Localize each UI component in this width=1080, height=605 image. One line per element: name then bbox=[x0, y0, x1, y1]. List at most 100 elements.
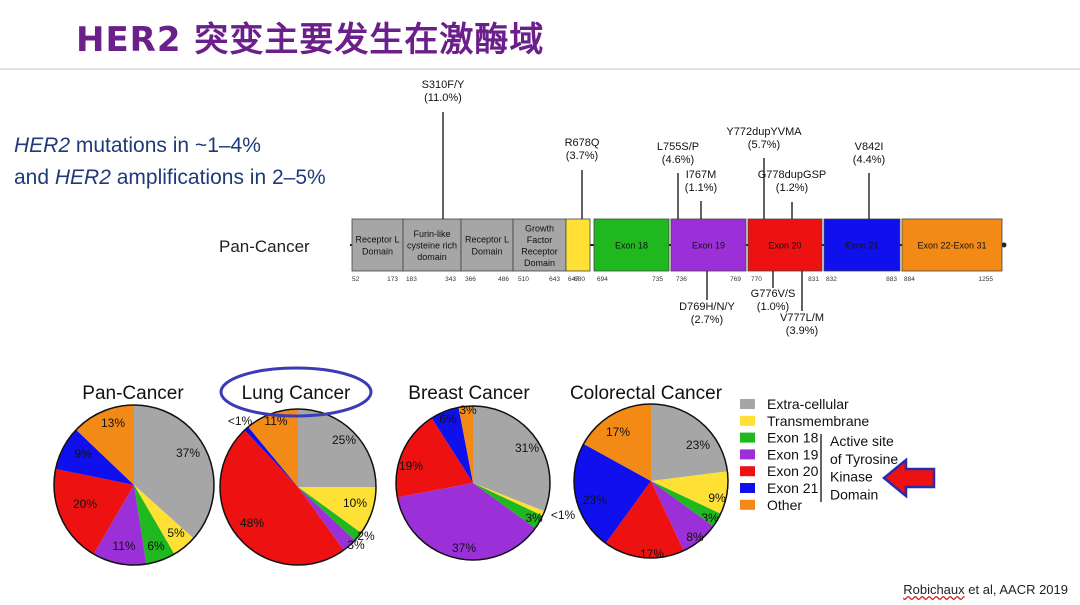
citation: Robichaux et al, AACR 2019 bbox=[903, 582, 1068, 597]
domain-end-position: 735 bbox=[652, 276, 663, 283]
kinase-domain-label: of Tyrosine bbox=[830, 451, 898, 467]
pie-slice-label: <1% bbox=[551, 508, 576, 522]
pie-slice-label: 20% bbox=[73, 497, 97, 511]
domain-box bbox=[512, 218, 567, 272]
pie-title: Lung Cancer bbox=[242, 383, 351, 404]
pie-slice bbox=[651, 481, 714, 551]
pie-outline bbox=[53, 404, 215, 566]
domain-start-position: 832 bbox=[826, 276, 837, 283]
mutation-name: G776V/S bbox=[751, 288, 796, 300]
domain-end-position: 343 bbox=[445, 276, 456, 283]
pie-slice bbox=[55, 429, 134, 485]
subtitle-text-1: mutations in ~1–4% bbox=[70, 134, 261, 157]
domain-label: Growth bbox=[525, 223, 554, 233]
domain-box bbox=[823, 218, 901, 272]
kinase-domain-label: Kinase bbox=[830, 469, 873, 485]
mutation-pct: (11.0%) bbox=[424, 92, 462, 104]
subtitle: HER2 mutations in ~1–4% and HER2 amplifi… bbox=[14, 130, 326, 194]
mutation-name: R678Q bbox=[565, 137, 600, 149]
pie-outline bbox=[395, 405, 551, 561]
pie-title: Colorectal Cancer bbox=[570, 383, 723, 404]
pie-slice-label: 37% bbox=[452, 541, 476, 555]
domain-start-position: 510 bbox=[518, 276, 529, 283]
pie-slice bbox=[397, 483, 536, 561]
domain-end-position: 769 bbox=[730, 276, 741, 283]
legend-swatch bbox=[740, 432, 755, 443]
mutation-name: S310F/Y bbox=[422, 79, 465, 91]
domain-box bbox=[670, 218, 747, 272]
subtitle-gene-1: HER2 bbox=[14, 134, 71, 157]
pie-slice-label: 31% bbox=[515, 441, 539, 455]
domain-box bbox=[351, 218, 404, 272]
mutation-pct: (1.1%) bbox=[685, 182, 717, 194]
legend-label: Exon 18 bbox=[767, 430, 819, 446]
pie-slice-label: 10% bbox=[343, 496, 367, 510]
legend-swatch bbox=[740, 466, 755, 477]
citation-rest: et al, AACR 2019 bbox=[964, 582, 1068, 597]
domain-start-position: 647 bbox=[568, 276, 579, 283]
mutation-name: Y772dupYVMA bbox=[726, 126, 802, 138]
subtitle-text-2a: and bbox=[14, 166, 55, 189]
mutation-pct: (5.7%) bbox=[748, 139, 780, 151]
pie-slice bbox=[220, 430, 344, 565]
domain-end-position: 643 bbox=[549, 276, 560, 283]
pie-slice bbox=[298, 487, 376, 533]
pie-slice bbox=[134, 405, 215, 539]
legend-label: Exon 20 bbox=[767, 463, 819, 479]
legend-swatch bbox=[740, 499, 755, 510]
mutation-pct: (4.6%) bbox=[662, 154, 694, 166]
domain-start-position: 694 bbox=[597, 276, 608, 283]
pie-title: Pan-Cancer bbox=[82, 383, 184, 404]
legend-label: Extra-cellular bbox=[767, 396, 849, 412]
domain-start-position: 183 bbox=[406, 276, 417, 283]
domain-box bbox=[747, 218, 823, 272]
domain-end-position: 486 bbox=[498, 276, 509, 283]
pie-slice-label: 25% bbox=[332, 433, 356, 447]
pie-slice-label: 8% bbox=[686, 530, 704, 544]
highlight-circle bbox=[219, 366, 373, 418]
pie-slice-label: 3% bbox=[459, 403, 477, 417]
pie-slice-label: 48% bbox=[240, 516, 264, 530]
pie-slice bbox=[458, 405, 473, 483]
domain-label: Receptor bbox=[521, 246, 558, 256]
mutation-pct: (4.4%) bbox=[853, 154, 885, 166]
row-label-pan-cancer: Pan-Cancer bbox=[219, 237, 310, 256]
citation-author: Robichaux bbox=[903, 582, 965, 597]
domain-box bbox=[460, 218, 514, 272]
domain-label: Exon 20 bbox=[768, 241, 801, 251]
pie-slice-label: <1% bbox=[228, 414, 253, 428]
kinase-domain-label: Active site bbox=[830, 433, 894, 449]
domain-label: Receptor L bbox=[465, 235, 509, 245]
pie-slice-label: 23% bbox=[583, 493, 607, 507]
pie-slice-label: 37% bbox=[176, 446, 200, 460]
pie-slice-label: 11% bbox=[264, 414, 287, 428]
domain-end-position: 1255 bbox=[979, 276, 994, 283]
domain-start-position: 770 bbox=[751, 276, 762, 283]
pie-slice-label: 23% bbox=[686, 438, 710, 452]
domain-label: Receptor L bbox=[355, 235, 399, 245]
domain-box bbox=[402, 218, 462, 272]
legend-swatch bbox=[740, 399, 755, 409]
legend-swatch bbox=[740, 415, 755, 426]
pie-slice bbox=[298, 409, 376, 487]
pie-slice bbox=[76, 405, 134, 485]
pie-slice bbox=[573, 443, 651, 544]
domain-box bbox=[565, 218, 591, 272]
slide-title: HER2 突变主要发生在激酶域 bbox=[76, 20, 545, 60]
pie-slice-label: 17% bbox=[640, 547, 664, 561]
legend-label: Other bbox=[767, 497, 802, 513]
domain-label: domain bbox=[417, 252, 447, 262]
domain-label: Domain bbox=[471, 247, 502, 257]
mutation-pct: (3.9%) bbox=[786, 325, 818, 337]
subtitle-line-2: and HER2 amplifications in 2–5% bbox=[14, 162, 326, 194]
subtitle-gene-2: HER2 bbox=[54, 166, 111, 189]
pie-slice bbox=[473, 483, 543, 529]
domain-start-position: 366 bbox=[465, 276, 476, 283]
legend-label: Exon 21 bbox=[767, 480, 819, 496]
pie-slice-label: 9% bbox=[74, 447, 92, 461]
domain-label: Exon 22-Exon 31 bbox=[917, 241, 986, 251]
pie-slice bbox=[651, 404, 728, 481]
mutation-pct: (1.0%) bbox=[757, 301, 789, 313]
pie-slice bbox=[651, 471, 728, 514]
